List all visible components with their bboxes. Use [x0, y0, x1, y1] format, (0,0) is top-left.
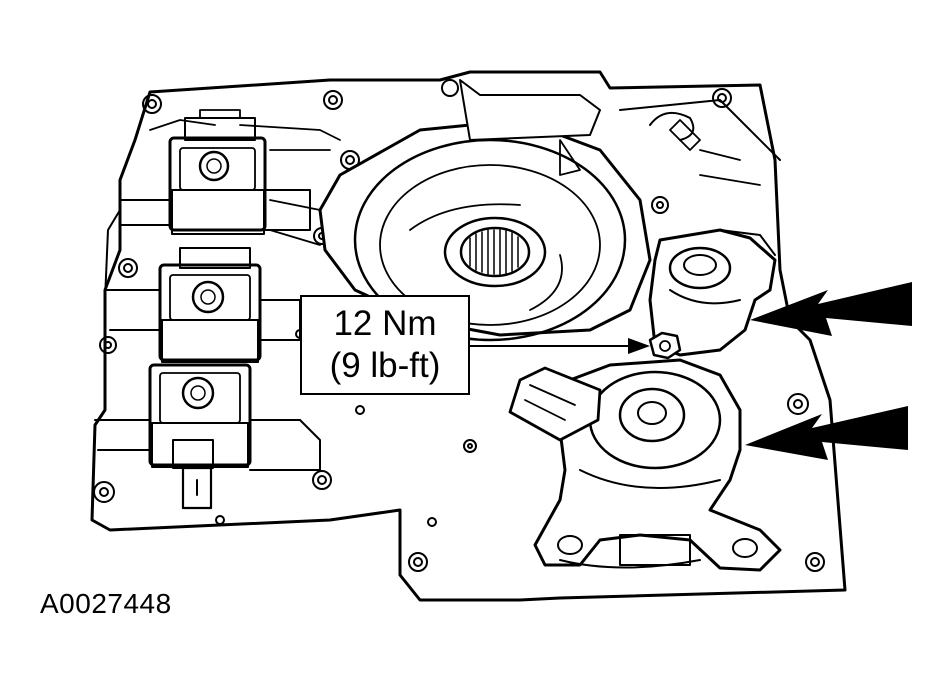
lower-sensor	[508, 358, 782, 572]
fluid-channels	[149, 111, 761, 246]
solenoid-middle	[104, 247, 301, 363]
mounting-holes	[93, 79, 825, 572]
torque-callout: 12 Nm (9 lb-ft)	[300, 295, 470, 395]
torque-imperial: (9 lb-ft)	[329, 346, 441, 385]
arrow-upper-sensor	[750, 282, 912, 336]
upper-sensor	[648, 228, 777, 357]
input-shaft-splines	[469, 229, 519, 275]
figure-id: A0027448	[40, 588, 172, 619]
torque-metric: 12 Nm	[333, 304, 437, 343]
callout-leader-arrowhead	[628, 338, 650, 354]
pump-housing	[318, 79, 652, 342]
solenoid-upper	[119, 109, 311, 235]
solenoid-lower	[94, 363, 321, 510]
arrow-lower-sensor	[745, 406, 908, 460]
sensor-mounting-bolt	[648, 331, 682, 360]
